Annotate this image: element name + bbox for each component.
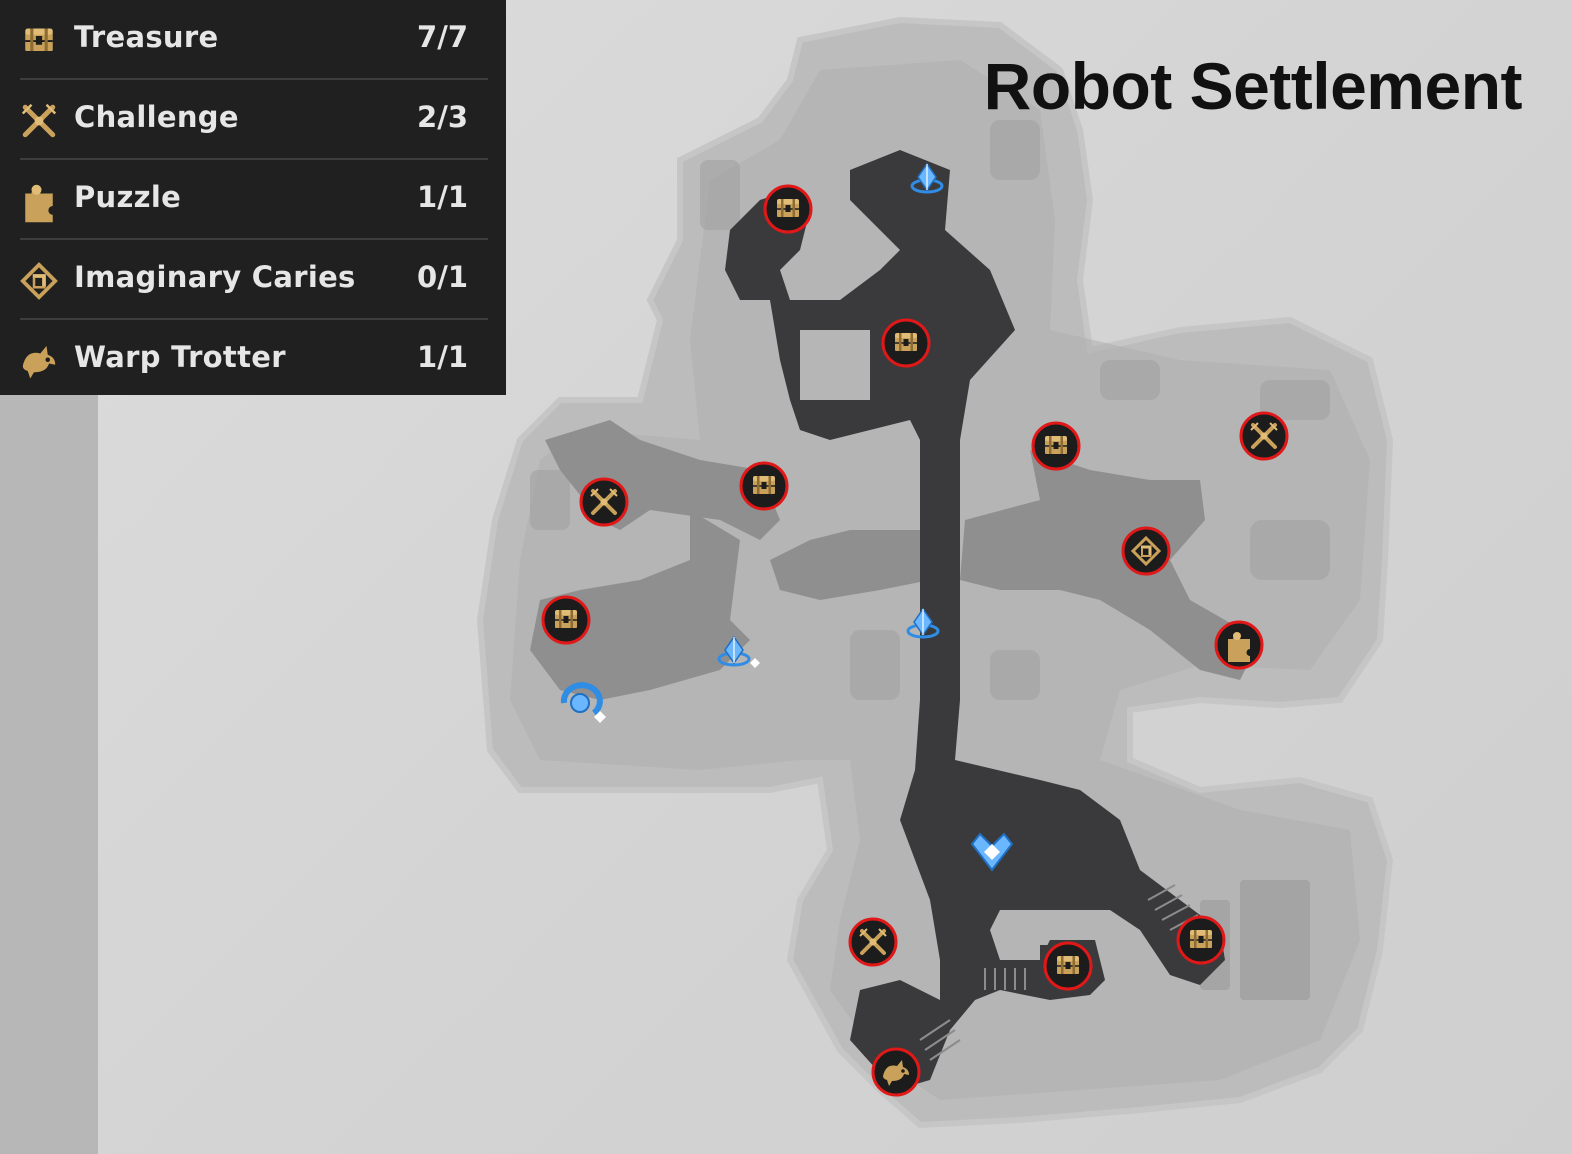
treasure-marker[interactable] <box>763 184 813 234</box>
treasure-chest-icon <box>24 27 54 52</box>
path-west-basin <box>530 510 750 700</box>
legend-label: Puzzle <box>74 180 182 214</box>
warp-trotter-icon <box>22 346 56 379</box>
treasure-marker[interactable] <box>1031 421 1081 471</box>
legend-panel: Treasure 7/7 Challenge 2/3 Puzzle 1/1 Im… <box>0 0 506 395</box>
challenge-marker[interactable] <box>579 477 629 527</box>
legend-count: 7/7 <box>417 20 468 54</box>
legend-count: 2/3 <box>417 100 468 134</box>
legend-row-treasure[interactable]: Treasure 7/7 <box>0 0 506 80</box>
legend-count: 1/1 <box>417 340 468 374</box>
treasure-marker[interactable] <box>739 461 789 511</box>
challenge-marker[interactable] <box>1239 411 1289 461</box>
legend-row-puzzle[interactable]: Puzzle 1/1 <box>0 160 506 240</box>
imaginary-caries-icon <box>20 262 58 300</box>
treasure-marker[interactable] <box>541 595 591 645</box>
imaginary-caries-marker[interactable] <box>1121 526 1171 576</box>
legend-row-challenge[interactable]: Challenge 2/3 <box>0 80 506 160</box>
map-title: Robot Settlement <box>983 49 1523 123</box>
path-inner-room <box>800 330 870 400</box>
legend-row-warp-trotter[interactable]: Warp Trotter 1/1 <box>0 320 506 400</box>
divider <box>20 318 488 320</box>
challenge-marker[interactable] <box>848 917 898 967</box>
legend-label: Treasure <box>74 20 219 54</box>
save-point-icon[interactable] <box>970 832 1014 872</box>
divider <box>20 78 488 80</box>
path-east-wing <box>960 450 1260 680</box>
treasure-marker[interactable] <box>881 318 931 368</box>
puzzle-marker[interactable] <box>1214 620 1264 670</box>
space-anchor-icon[interactable] <box>717 635 760 668</box>
path-central-connector <box>770 530 930 600</box>
puzzle-piece-icon <box>25 184 53 223</box>
treasure-marker[interactable] <box>1043 941 1093 991</box>
legend-count: 1/1 <box>417 180 468 214</box>
divider <box>20 158 488 160</box>
legend-count: 0/1 <box>417 260 468 294</box>
calyx-icon[interactable] <box>560 682 606 723</box>
legend-label: Challenge <box>74 100 239 134</box>
divider <box>20 238 488 240</box>
crossed-swords-icon <box>16 98 62 144</box>
warp-trotter-marker[interactable] <box>871 1047 921 1097</box>
legend-label: Warp Trotter <box>74 340 286 374</box>
legend-label: Imaginary Caries <box>74 260 356 294</box>
legend-row-imaginary-caries[interactable]: Imaginary Caries 0/1 <box>0 240 506 320</box>
treasure-marker[interactable] <box>1176 915 1226 965</box>
